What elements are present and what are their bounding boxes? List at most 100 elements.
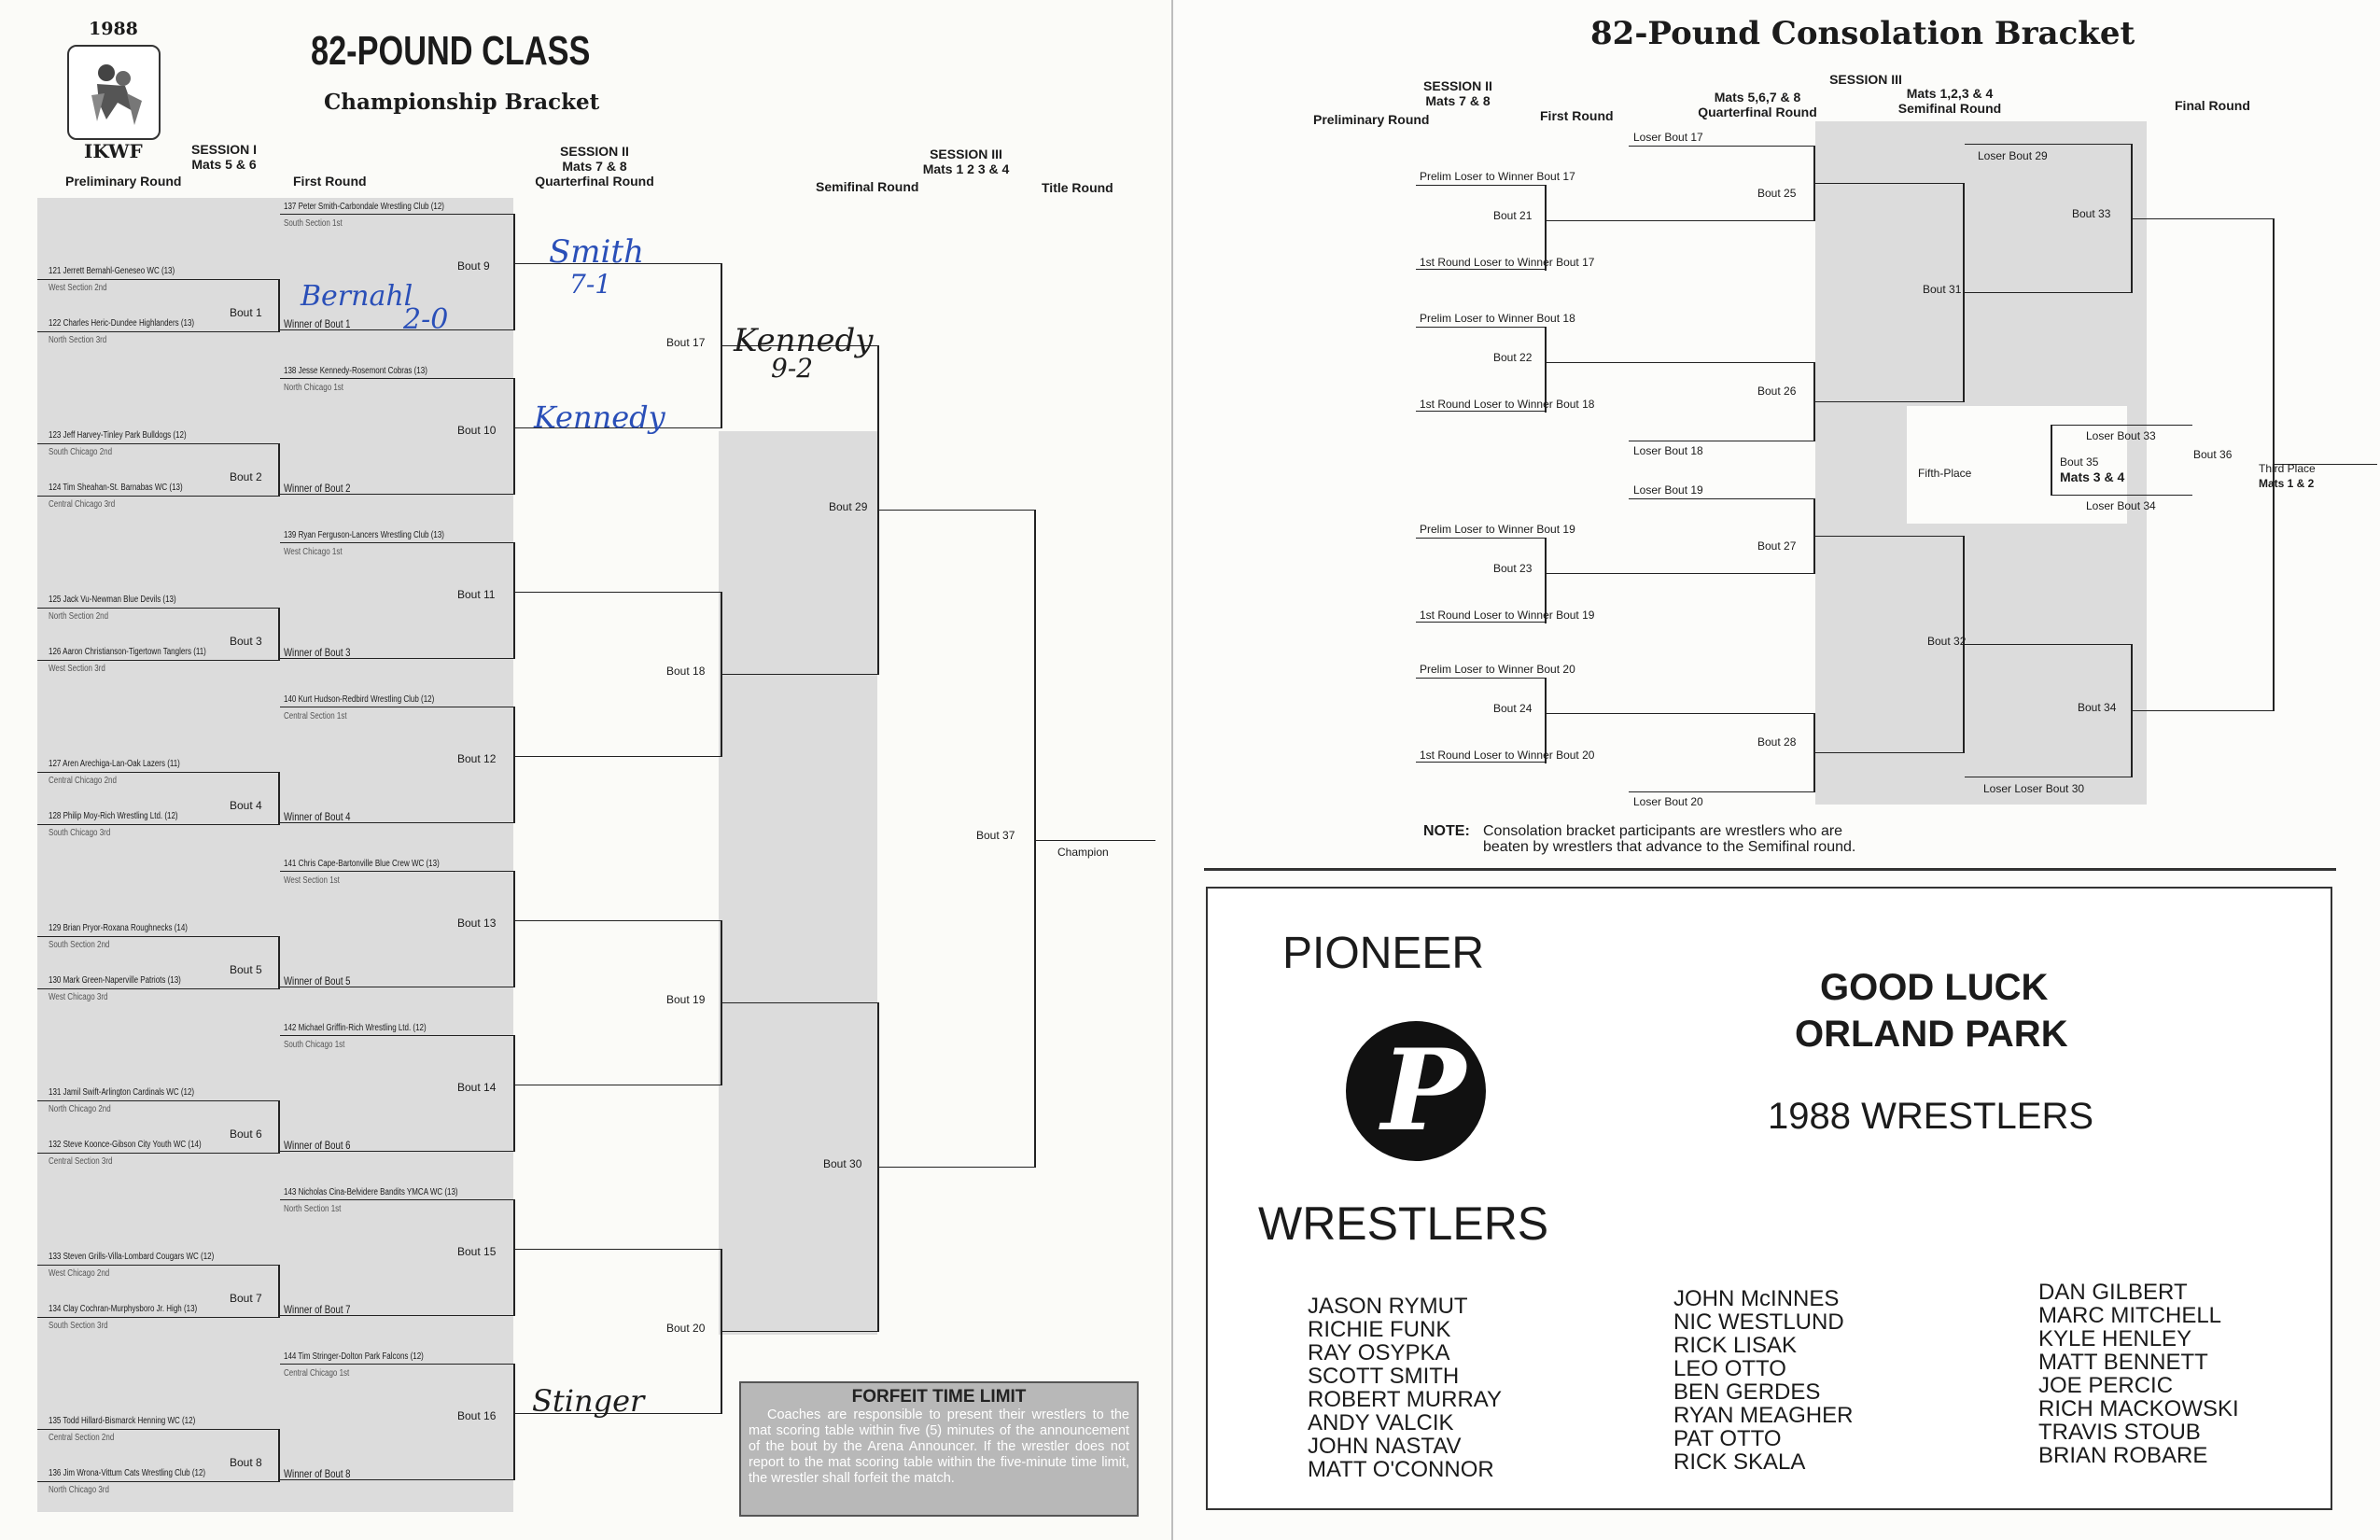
- semi-shade: [719, 431, 877, 1335]
- mats-label: Mats 3 & 4: [2060, 469, 2125, 484]
- seed-line: [280, 542, 515, 543]
- cons-line: [1965, 292, 2133, 293]
- pioneer-ad: PIONEER P WRESTLERS GOOD LUCK ORLAND PAR…: [1206, 887, 2332, 1510]
- roster-name: TRAVIS STOUB: [2038, 1420, 2201, 1445]
- first-round-bout-label: Bout 11: [457, 588, 496, 601]
- prelim-section: Central Section 3rd: [49, 1156, 113, 1167]
- roster-name: RICH MACKOWSKI: [2038, 1396, 2239, 1421]
- prelim-line: [37, 1317, 280, 1318]
- prelim-vertical: [278, 1429, 280, 1482]
- pioneer-logo-letter: P: [1381, 1025, 1466, 1156]
- cons-bout-label: Bout 35: [2060, 455, 2099, 469]
- roster-name: KYLE HENLEY: [2038, 1326, 2192, 1351]
- mats-label: Mats 1 & 2: [2259, 477, 2315, 491]
- prelim-entrant: 134 Clay Cochran-Murphysboro Jr. High (1…: [49, 1304, 198, 1314]
- prelim-bout-label: Bout 8: [230, 1456, 262, 1469]
- cons-semi-line: [1815, 536, 1965, 537]
- wrestlers-icon: [91, 64, 142, 125]
- seed-name: 143 Nicholas Cina-Belvidere Bandits YMCA…: [284, 1187, 458, 1197]
- prelim-section: West Chicago 2nd: [49, 1268, 110, 1279]
- note-text-2: beaten by wrestlers that advance to the …: [1483, 839, 1856, 855]
- prelim-section: North Chicago 3rd: [49, 1485, 109, 1495]
- prelim-vertical: [278, 1265, 280, 1318]
- quarter-bout-label: Bout 20: [666, 1322, 706, 1335]
- roster-name: ROBERT MURRAY: [1308, 1387, 1503, 1412]
- quarter-line: [515, 1413, 721, 1414]
- prelim-bout-label: Bout 5: [230, 963, 262, 976]
- roster-name: NIC WESTLUND: [1673, 1309, 1844, 1335]
- winner-label: Winner of Bout 8: [284, 1467, 351, 1480]
- cons-bout-label: Bout 36: [2193, 448, 2233, 462]
- cons-prelim-vertical: [1545, 538, 1547, 623]
- cons-vertical: [2051, 425, 2052, 496]
- cons-prelim-header: Preliminary Round: [1313, 112, 1430, 127]
- first-round-vertical: [513, 542, 515, 659]
- third-place-label: Third Place: [2259, 462, 2316, 476]
- prelim-section: North Chicago 2nd: [49, 1104, 111, 1114]
- quarter-line: [515, 1249, 721, 1250]
- cons-bout-label: Bout 21: [1493, 209, 1533, 222]
- cons-quarter-vertical: [1813, 362, 1815, 441]
- prelim-entrant: 132 Steve Koonce-Gibson City Youth WC (1…: [49, 1140, 202, 1150]
- prelim-section: South Chicago 2nd: [49, 447, 113, 457]
- cons-bout-label: Bout 28: [1757, 735, 1797, 749]
- winner-label: Winner of Bout 5: [284, 974, 351, 987]
- prelim-bout-label: Bout 2: [230, 470, 262, 483]
- cons-prelim-line: [1416, 185, 1547, 186]
- handwritten-smith: Smith: [549, 233, 644, 271]
- roster-name: PAT OTTO: [1673, 1426, 1782, 1451]
- prelim-line: [37, 1265, 280, 1266]
- cons-first-loser-label: 1st Round Loser to Winner Bout 20: [1420, 749, 1595, 762]
- quarter-line: [515, 920, 721, 921]
- semifinal-header: Semifinal Round: [816, 179, 919, 194]
- prelim-vertical: [278, 1100, 280, 1154]
- cons-semi-line: [1815, 183, 1965, 184]
- cons-semi-line: [1815, 401, 1965, 402]
- cons-loser-label: Loser Bout 29: [1978, 149, 2048, 162]
- handwritten-score-2-0: 2-0: [403, 303, 449, 336]
- prelim-header: Preliminary Round: [65, 174, 182, 189]
- cons-bout-label: Bout 33: [2072, 206, 2111, 220]
- ikwf-logo: [67, 45, 161, 140]
- cons-loser-line: [1629, 498, 1815, 499]
- prelim-entrant: 129 Brian Pryor-Roxana Roughnecks (14): [49, 923, 188, 933]
- cons-prelim-label: Prelim Loser to Winner Bout 20: [1420, 663, 1575, 676]
- cons-bout-label: Bout 26: [1757, 385, 1797, 398]
- prelim-line: [37, 279, 280, 280]
- handwritten-stinger: Stinger: [532, 1383, 645, 1419]
- final-vertical: [1034, 510, 1036, 1168]
- prelim-entrant: 128 Philip Moy-Rich Wrestling Ltd. (12): [49, 811, 178, 821]
- first-round-bout-label: Bout 14: [457, 1081, 497, 1094]
- prelim-bout-label: Bout 7: [230, 1292, 262, 1305]
- cons-quarter-vertical: [1813, 498, 1815, 574]
- year-wrestlers-text: 1988 WRESTLERS: [1768, 1096, 2094, 1137]
- pioneer-logo-icon: P: [1346, 1021, 1486, 1161]
- cons-loser-line: [1629, 791, 1815, 792]
- title-round-header: Title Round: [1042, 180, 1113, 195]
- cons-bout-label: Bout 31: [1923, 283, 1962, 296]
- prelim-vertical: [278, 608, 280, 661]
- quarter-bout-label: Bout 17: [666, 336, 706, 349]
- seed-section: North Chicago 1st: [284, 383, 344, 393]
- seed-line: [280, 378, 515, 379]
- roster-name: RYAN MEAGHER: [1673, 1403, 1854, 1428]
- cons-session3-header: SESSION III: [1829, 72, 1902, 87]
- roster-name: DAN GILBERT: [2038, 1280, 2188, 1305]
- roster-name: JASON RYMUT: [1308, 1294, 1468, 1319]
- prelim-section: North Section 2nd: [49, 611, 109, 622]
- prelim-entrant: 121 Jerrett Bernahl-Geneseo WC (13): [49, 266, 175, 276]
- cons-vertical: [2273, 217, 2275, 711]
- cons-loser-label: Loser Bout 17: [1633, 131, 1703, 144]
- first-round-vertical: [513, 707, 515, 823]
- prelim-entrant: 135 Todd Hillard-Bismarck Henning WC (12…: [49, 1416, 196, 1426]
- roster-name: MARC MITCHELL: [2038, 1303, 2222, 1328]
- final-line: [877, 1167, 1036, 1168]
- cons-loser-label: Loser Bout 18: [1633, 444, 1703, 457]
- first-round-header: First Round: [293, 174, 367, 189]
- forfeit-box: FORFEIT TIME LIMIT Coaches are responsib…: [739, 1381, 1139, 1517]
- cons-bout-label: Bout 27: [1757, 539, 1797, 553]
